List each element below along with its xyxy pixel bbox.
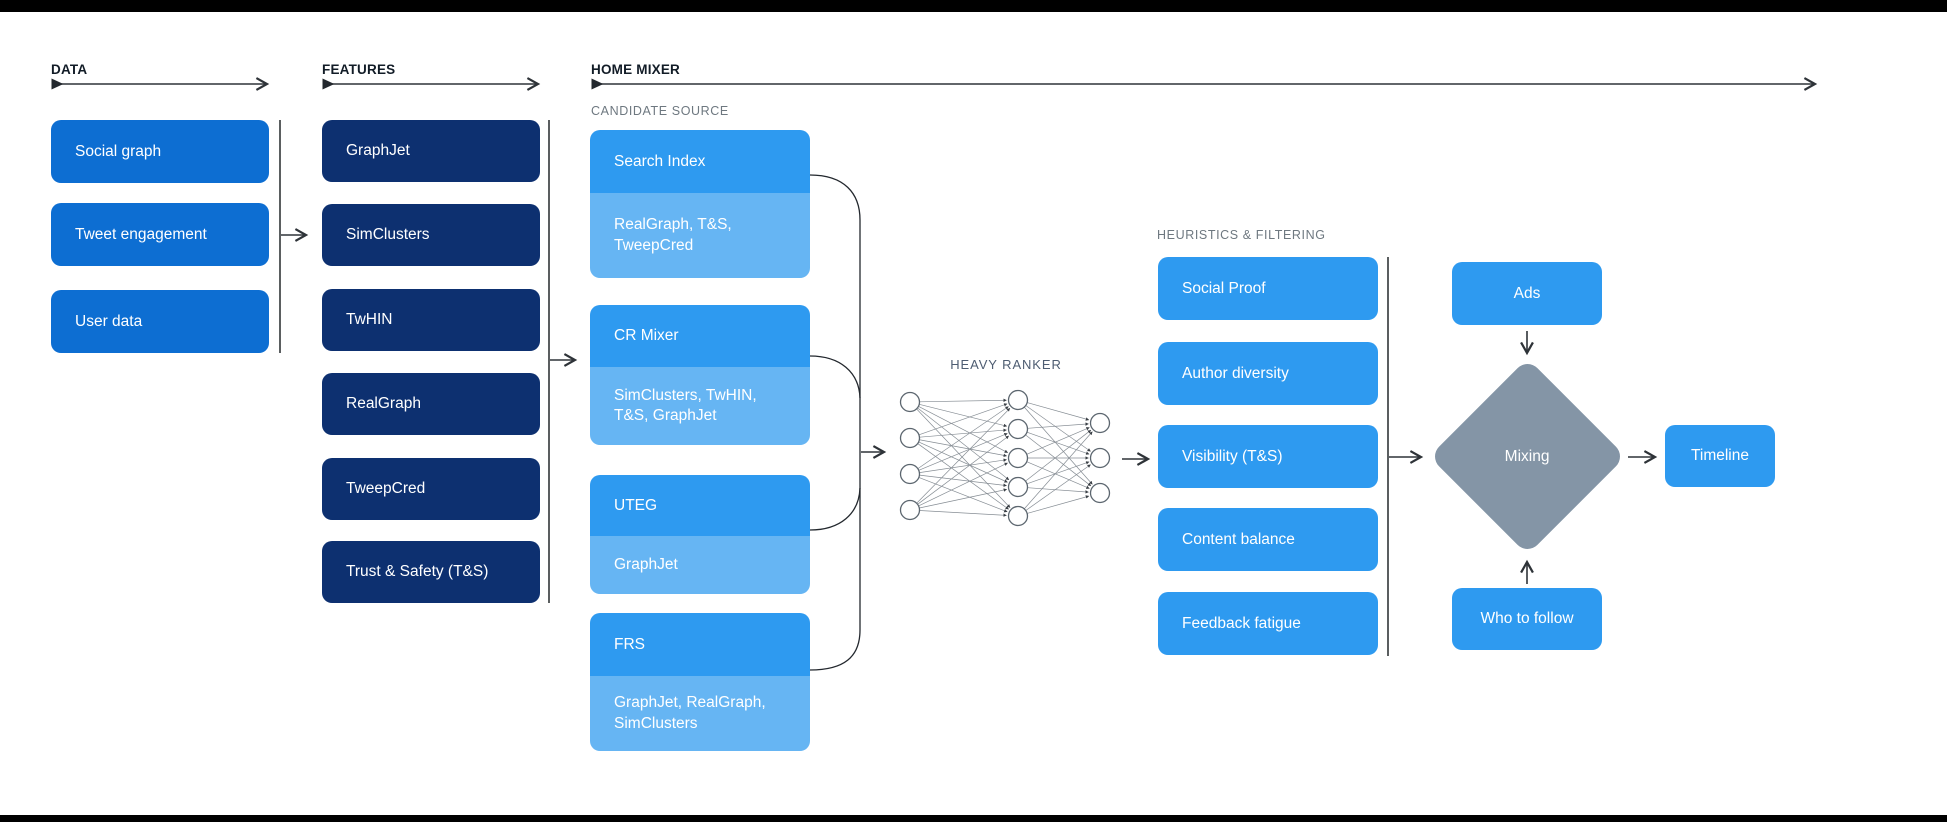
candidate-header: CR Mixer xyxy=(590,305,810,367)
candidate-header: Search Index xyxy=(590,130,810,193)
candidate-feature-sources: GraphJet xyxy=(590,536,810,594)
node-frs: FRS GraphJet, RealGraph, SimClusters xyxy=(590,613,810,751)
node-social-graph: Social graph xyxy=(51,120,269,183)
node-label: TwHIN xyxy=(346,311,393,329)
node-visibility-t-s: Visibility (T&S) xyxy=(1158,425,1378,488)
candidate-feature-sources: GraphJet, RealGraph, SimClusters xyxy=(590,676,810,751)
node-label: GraphJet xyxy=(346,142,410,160)
node-realgraph: RealGraph xyxy=(322,373,540,435)
node-sub-label: SimClusters, TwHIN, T&S, GraphJet xyxy=(614,386,757,424)
node-author-diversity: Author diversity xyxy=(1158,342,1378,405)
section-label-home-mixer: HOME MIXER xyxy=(591,62,681,77)
node-tweepcred: TweepCred xyxy=(322,458,540,520)
collector-curve-cr-mixer xyxy=(809,355,861,399)
node-simclusters: SimClusters xyxy=(322,204,540,266)
node-who-to-follow: Who to follow xyxy=(1452,588,1602,650)
section-label-data: DATA xyxy=(51,62,88,77)
collector-curve-uteg xyxy=(809,487,861,531)
node-label: Timeline xyxy=(1691,447,1749,464)
candidate-feature-sources: RealGraph, T&S, TweepCred xyxy=(590,193,810,278)
node-label: Social Proof xyxy=(1182,279,1266,297)
node-label: User data xyxy=(75,312,143,330)
node-label: Content balance xyxy=(1182,530,1295,548)
node-label: Feedback fatigue xyxy=(1182,614,1301,632)
heavy-ranker-network xyxy=(899,389,1111,527)
node-label: FRS xyxy=(614,635,645,653)
top-frame-bar xyxy=(0,0,1947,12)
node-graphjet: GraphJet xyxy=(322,120,540,182)
node-mixing-diamond: Mixing xyxy=(1429,358,1626,555)
node-twhin: TwHIN xyxy=(322,289,540,351)
section-label-candidate-source: CANDIDATE SOURCE xyxy=(591,104,729,118)
node-label: UTEG xyxy=(614,496,658,514)
candidate-feature-sources: SimClusters, TwHIN, T&S, GraphJet xyxy=(590,367,810,445)
candidate-header: FRS xyxy=(590,613,810,676)
node-label: Social graph xyxy=(75,142,162,160)
node-timeline: Timeline xyxy=(1665,425,1775,487)
node-label: Who to follow xyxy=(1480,610,1574,627)
node-sub-label: GraphJet, RealGraph, SimClusters xyxy=(614,694,766,732)
section-label-heavy-ranker: HEAVY RANKER xyxy=(950,357,1062,372)
node-label: TweepCred xyxy=(346,480,426,498)
node-uteg: UTEG GraphJet xyxy=(590,475,810,594)
section-label-features: FEATURES xyxy=(322,62,396,77)
node-label: Tweet engagement xyxy=(75,225,207,243)
node-label: RealGraph xyxy=(346,395,421,413)
node-sub-label: GraphJet xyxy=(614,555,678,573)
node-social-proof: Social Proof xyxy=(1158,257,1378,320)
node-label: CR Mixer xyxy=(614,327,679,344)
node-trust-safety-t-s: Trust & Safety (T&S) xyxy=(322,541,540,603)
node-content-balance: Content balance xyxy=(1158,508,1378,571)
section-label-heuristics-filtering: HEURISTICS & FILTERING xyxy=(1157,228,1326,242)
node-sub-label: RealGraph, T&S, TweepCred xyxy=(614,216,732,254)
node-label: Search Index xyxy=(614,152,706,170)
collector-line xyxy=(809,174,861,671)
node-tweet-engagement: Tweet engagement xyxy=(51,203,269,266)
node-label: SimClusters xyxy=(346,226,430,244)
node-feedback-fatigue: Feedback fatigue xyxy=(1158,592,1378,655)
candidate-header: UTEG xyxy=(590,475,810,536)
node-label: Visibility (T&S) xyxy=(1182,447,1283,465)
node-label: Author diversity xyxy=(1182,364,1289,382)
bottom-frame-bar xyxy=(0,815,1947,822)
node-label: Mixing xyxy=(1505,447,1550,465)
node-label: Trust & Safety (T&S) xyxy=(346,563,489,581)
node-ads: Ads xyxy=(1452,262,1602,325)
node-user-data: User data xyxy=(51,290,269,353)
node-label: Ads xyxy=(1513,284,1541,302)
